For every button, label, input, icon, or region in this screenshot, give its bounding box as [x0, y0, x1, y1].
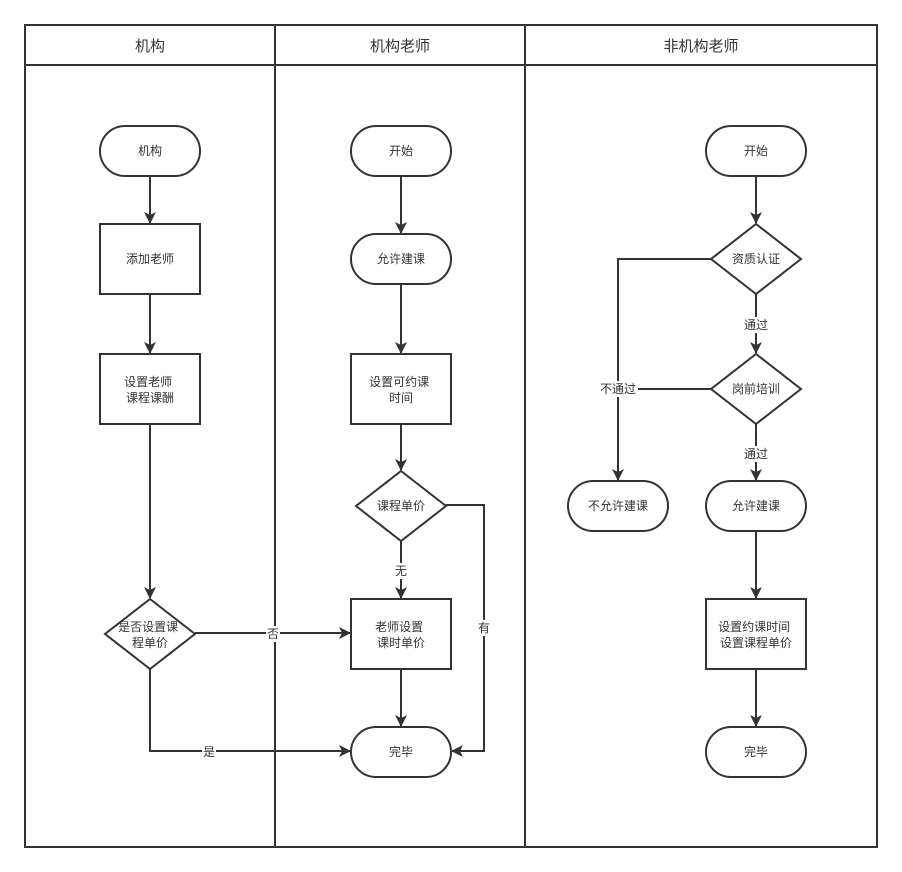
node-set-fee	[99, 353, 201, 425]
edge-label-yes-bg	[202, 744, 216, 760]
edge-label-fail: 不通过	[600, 382, 636, 396]
edge-label-pass-1: 通过	[744, 318, 768, 332]
edge-label-yes: 是	[203, 745, 215, 759]
edge-label-pass-1-bg	[742, 317, 770, 333]
node-nt-set-time-price-line-1: 设置约课时间	[718, 619, 790, 634]
edge-label-no-bg	[266, 626, 280, 642]
node-ot-set-time-line-1: 设置可约课	[369, 374, 429, 389]
node-nt-not-allowed-label: 不允许建课	[588, 498, 648, 513]
node-decision-unit-price	[103, 597, 197, 671]
node-ot-set-time-label: 设置可约课 时间	[369, 374, 433, 405]
node-ot-teacher-set-price-line-2: 课时单价	[377, 636, 425, 650]
node-ot-end-label: 完毕	[389, 744, 413, 759]
node-nt-decision-training-label: 岗前培训	[732, 381, 780, 396]
node-nt-start-label: 开始	[744, 144, 768, 158]
edge-label-no: 否	[267, 627, 279, 641]
node-nt-decision-qualification	[709, 222, 803, 296]
node-add-teacher-label: 添加老师	[126, 252, 174, 266]
node-nt-not-allowed	[567, 480, 669, 532]
node-nt-decision-qualification-label: 资质认证	[732, 252, 780, 266]
node-nt-decision-training	[709, 352, 803, 426]
node-decision-unit-price-line-2: 程单价	[132, 635, 168, 650]
node-ot-set-time-line-2: 时间	[389, 391, 413, 405]
node-nt-allow-course	[705, 480, 807, 532]
node-ot-teacher-set-price-line-1: 老师设置	[375, 620, 423, 634]
node-nt-set-time-price	[705, 598, 807, 670]
node-ot-decision-course-price	[354, 469, 448, 543]
edge-label-none: 无	[395, 564, 407, 578]
node-set-fee-label: 设置老师 课程课酬	[124, 375, 176, 405]
lane-title-non-org-teacher: 非机构老师	[663, 37, 738, 55]
node-set-fee-line-2: 课程课酬	[126, 390, 174, 405]
node-nt-set-time-price-label: 设置约课时间 设置课程单价	[718, 619, 794, 650]
node-add-teacher	[99, 223, 201, 295]
node-nt-start	[705, 125, 807, 177]
node-decision-unit-price-label: 是否设置课 程单价	[118, 620, 182, 650]
lane-title-org: 机构	[135, 37, 165, 55]
node-ot-teacher-set-price-label: 老师设置 课时单价	[375, 620, 427, 650]
node-decision-unit-price-line-1: 是否设置课	[118, 620, 178, 634]
node-set-fee-line-1: 设置老师	[124, 375, 172, 389]
node-org-start-label: 机构	[138, 143, 162, 158]
edge-label-pass-2-bg	[742, 446, 770, 462]
swimlane-frame	[24, 24, 878, 848]
node-ot-decision-course-price-label: 课程单价	[377, 498, 425, 513]
node-nt-allow-course-label: 允许建课	[732, 498, 780, 513]
edge-nt-qualification-fail-to-not-allowed	[612, 258, 711, 481]
node-org-start	[99, 125, 201, 177]
node-ot-start-label: 开始	[389, 144, 413, 158]
edge-decision-yes-to-end	[149, 668, 351, 757]
node-ot-allow-course	[350, 233, 452, 285]
edge-label-fail-bg	[598, 381, 638, 397]
edge-label-has-bg	[477, 620, 491, 636]
node-nt-end	[705, 726, 807, 778]
node-ot-teacher-set-price	[350, 598, 452, 670]
edge-label-none-bg	[394, 563, 408, 579]
lane-title-org-teacher: 机构老师	[370, 37, 430, 55]
node-ot-set-time	[350, 353, 452, 425]
node-ot-allow-course-label: 允许建课	[377, 251, 425, 266]
node-nt-end-label: 完毕	[744, 744, 768, 759]
node-ot-end	[350, 726, 452, 778]
node-ot-start	[350, 125, 452, 177]
edge-label-has: 有	[478, 621, 490, 635]
node-nt-set-time-price-line-2: 设置课程单价	[720, 635, 792, 650]
edge-label-pass-2: 通过	[744, 447, 768, 461]
